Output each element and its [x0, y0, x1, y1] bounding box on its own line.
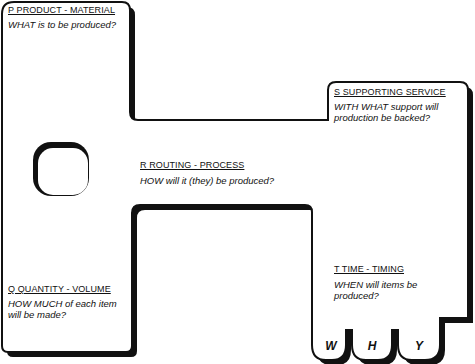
key-hole-inner — [38, 148, 88, 195]
tooth-letter: Y — [404, 339, 434, 353]
key-hole — [33, 142, 89, 196]
section-question: WITH WHAT support will production be bac… — [334, 101, 464, 124]
section-question: WHAT is to be produced? — [8, 19, 128, 30]
tooth-letter: W — [316, 339, 346, 353]
section-heading: S SUPPORTING SERVICE — [334, 87, 466, 98]
section-heading: Q QUANTITY - VOLUME — [8, 284, 128, 295]
tooth-letter: H — [357, 339, 387, 353]
section-heading: T TIME - TIMING — [334, 264, 464, 275]
section-heading: R ROUTING - PROCESS — [140, 160, 310, 171]
section-question: WHEN will items be produced? — [334, 279, 462, 302]
section-question: HOW will it (they) be produced? — [140, 175, 310, 186]
section-heading: P PRODUCT - MATERIAL — [8, 5, 128, 16]
key-shape — [2, 2, 468, 360]
section-question: HOW MUCH of each item will be made? — [8, 298, 126, 321]
